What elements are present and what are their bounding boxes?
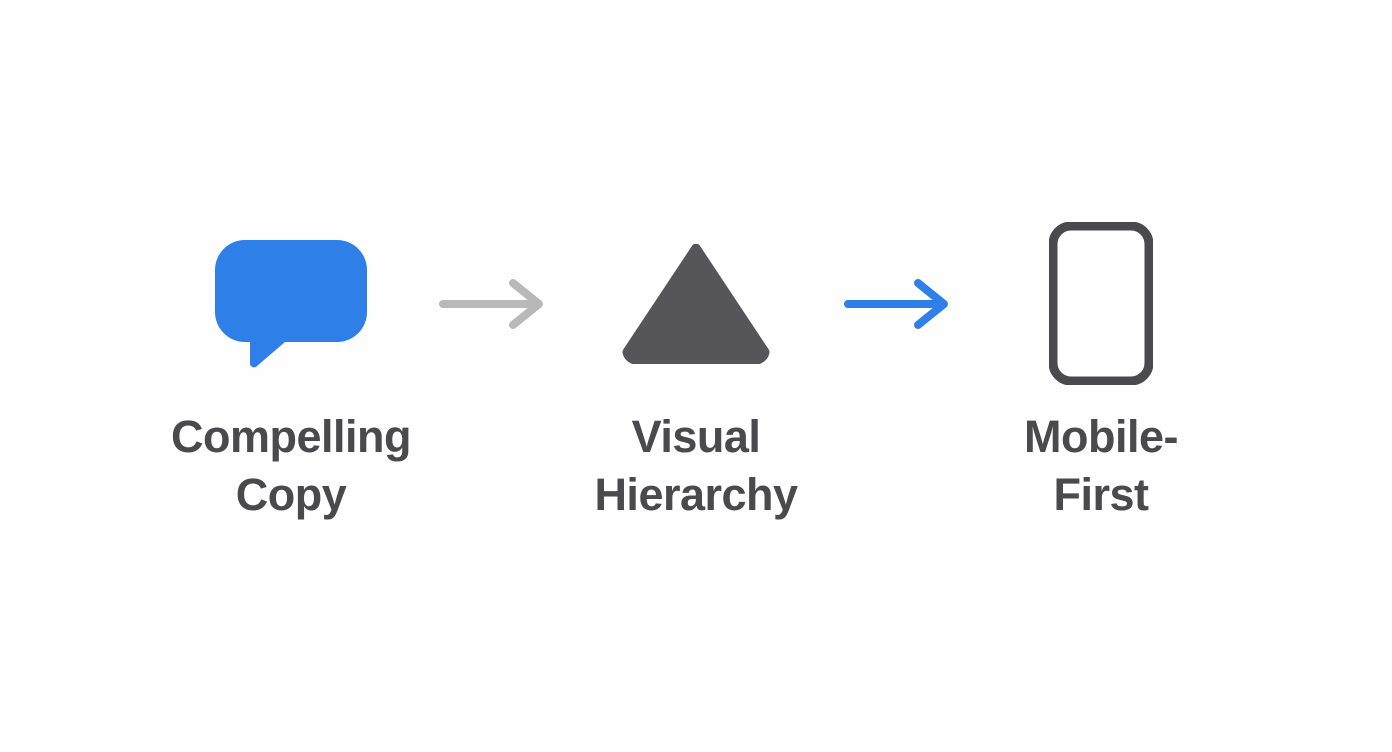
flow-step-label: Mobile-First [1024, 411, 1178, 520]
mobile-phone-icon [1049, 222, 1153, 385]
speech-bubble-icon-container [215, 221, 367, 386]
flow-step-label: Compelling Copy [171, 411, 412, 520]
flow-step-compelling-copy[interactable]: Compelling Copy [166, 221, 416, 523]
mobile-phone-icon-container [1049, 221, 1153, 386]
connector-arrow-1 [416, 221, 571, 386]
flow-step-label: Visual Hierarchy [594, 411, 798, 520]
flow-step-visual-hierarchy[interactable]: Visual Hierarchy [571, 221, 821, 523]
triangle-icon-container [622, 221, 770, 386]
flow-step-mobile-first[interactable]: Mobile-First [976, 221, 1226, 523]
triangle-icon [622, 243, 770, 364]
connector-arrow-2 [821, 221, 976, 386]
arrow-right-icon [843, 278, 948, 329]
arrow-right-icon [438, 278, 543, 329]
speech-bubble-icon [215, 239, 367, 367]
